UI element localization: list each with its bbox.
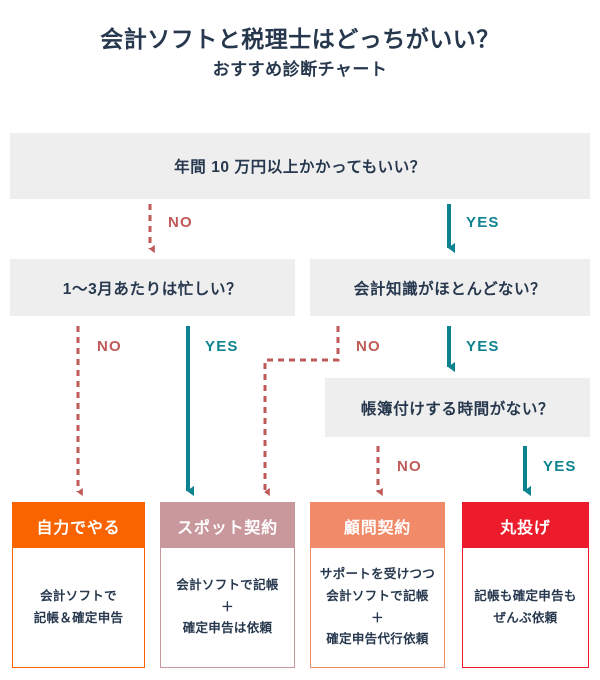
page-subtitle: おすすめ診断チャート — [212, 60, 388, 80]
result-card-title: 顧問契約 — [311, 503, 444, 548]
result-line: ぜんぶ依頼 — [493, 610, 558, 625]
branch-label-q2-no: NO — [97, 338, 122, 355]
branch-label-q2-yes: YES — [205, 338, 239, 355]
result-card-body: 記帳も確定申告も ぜんぶ依頼 — [463, 548, 588, 667]
question-box-bookkeeping-time[interactable]: 帳簿付けする時間がない？ — [325, 378, 590, 437]
page-title: 会計ソフトと税理士はどっちがいい？ — [100, 26, 500, 52]
branch-label-q4-no: NO — [397, 458, 422, 475]
chart-title-block: 会計ソフトと税理士はどっちがいい？ おすすめ診断チャート — [0, 24, 600, 82]
result-line-plus: ＋ — [371, 610, 384, 625]
result-card-body: サポートを受けつつ 会計ソフトで記帳 ＋ 確定申告代行依頼 — [311, 548, 444, 667]
question-box-accounting-knowledge[interactable]: 会計知識がほとんどない？ — [310, 259, 590, 316]
result-line: 確定申告は依頼 — [182, 621, 273, 636]
result-card-diy[interactable]: 自力でやる 会計ソフトで 記帳＆確定申告 — [12, 502, 145, 668]
question-box-busy-jan-mar[interactable]: 1〜3月あたりは忙しい？ — [10, 259, 295, 316]
result-card-body: 会計ソフトで記帳 ＋ 確定申告は依頼 — [161, 548, 294, 667]
result-line: 確定申告代行依頼 — [326, 632, 429, 647]
result-line: 会計ソフトで記帳 — [326, 588, 429, 603]
branch-label-q1-no: NO — [168, 214, 193, 231]
result-line: 記帳も確定申告も — [474, 588, 577, 603]
result-line-plus: ＋ — [221, 599, 234, 614]
result-card-advisory-contract[interactable]: 顧問契約 サポートを受けつつ 会計ソフトで記帳 ＋ 確定申告代行依頼 — [310, 502, 445, 668]
result-line: 会計ソフトで — [40, 588, 117, 603]
result-line: サポートを受けつつ — [319, 566, 436, 581]
result-line: 会計ソフトで記帳 — [176, 577, 279, 592]
branch-label-q3-yes: YES — [466, 338, 500, 355]
branch-label-q1-yes: YES — [466, 214, 500, 231]
result-card-title: 丸投げ — [463, 503, 588, 548]
result-line: 記帳＆確定申告 — [33, 610, 124, 625]
branch-label-q3-no: NO — [356, 338, 381, 355]
question-box-annual-cost[interactable]: 年間 10 万円以上かかってもいい？ — [10, 133, 590, 199]
branch-label-q4-yes: YES — [543, 458, 577, 475]
result-card-spot-contract[interactable]: スポット契約 会計ソフトで記帳 ＋ 確定申告は依頼 — [160, 502, 295, 668]
result-card-full-outsource[interactable]: 丸投げ 記帳も確定申告も ぜんぶ依頼 — [462, 502, 589, 668]
result-card-title: 自力でやる — [13, 503, 144, 548]
result-card-title: スポット契約 — [161, 503, 294, 548]
result-card-body: 会計ソフトで 記帳＆確定申告 — [13, 548, 144, 667]
